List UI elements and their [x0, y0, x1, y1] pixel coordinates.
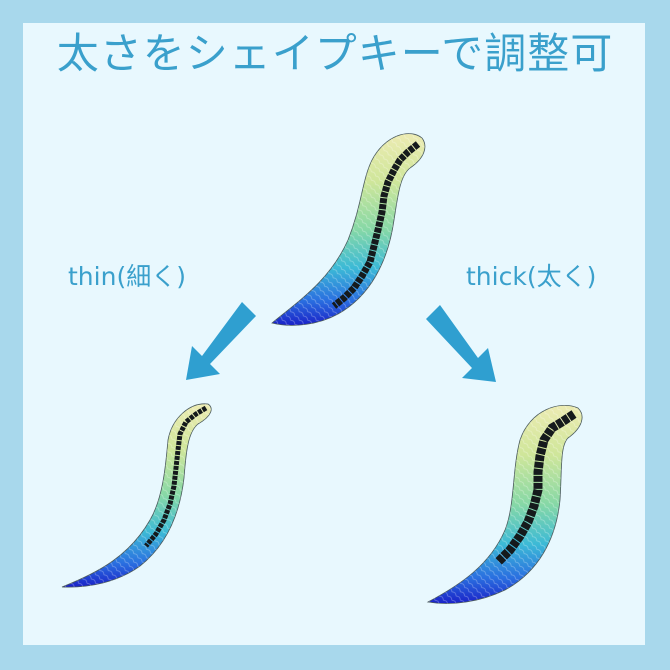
thin-label: thin(細く) — [68, 262, 186, 291]
arrow-down-right-icon — [426, 305, 496, 382]
original-tail — [271, 133, 426, 326]
page-title: 太さをシェイプキーで調整可 — [56, 29, 614, 78]
thick-tail — [426, 404, 583, 604]
thick-label: thick(太く) — [466, 262, 597, 291]
thin-tail — [61, 403, 212, 588]
arrow-down-left-icon — [186, 302, 256, 380]
